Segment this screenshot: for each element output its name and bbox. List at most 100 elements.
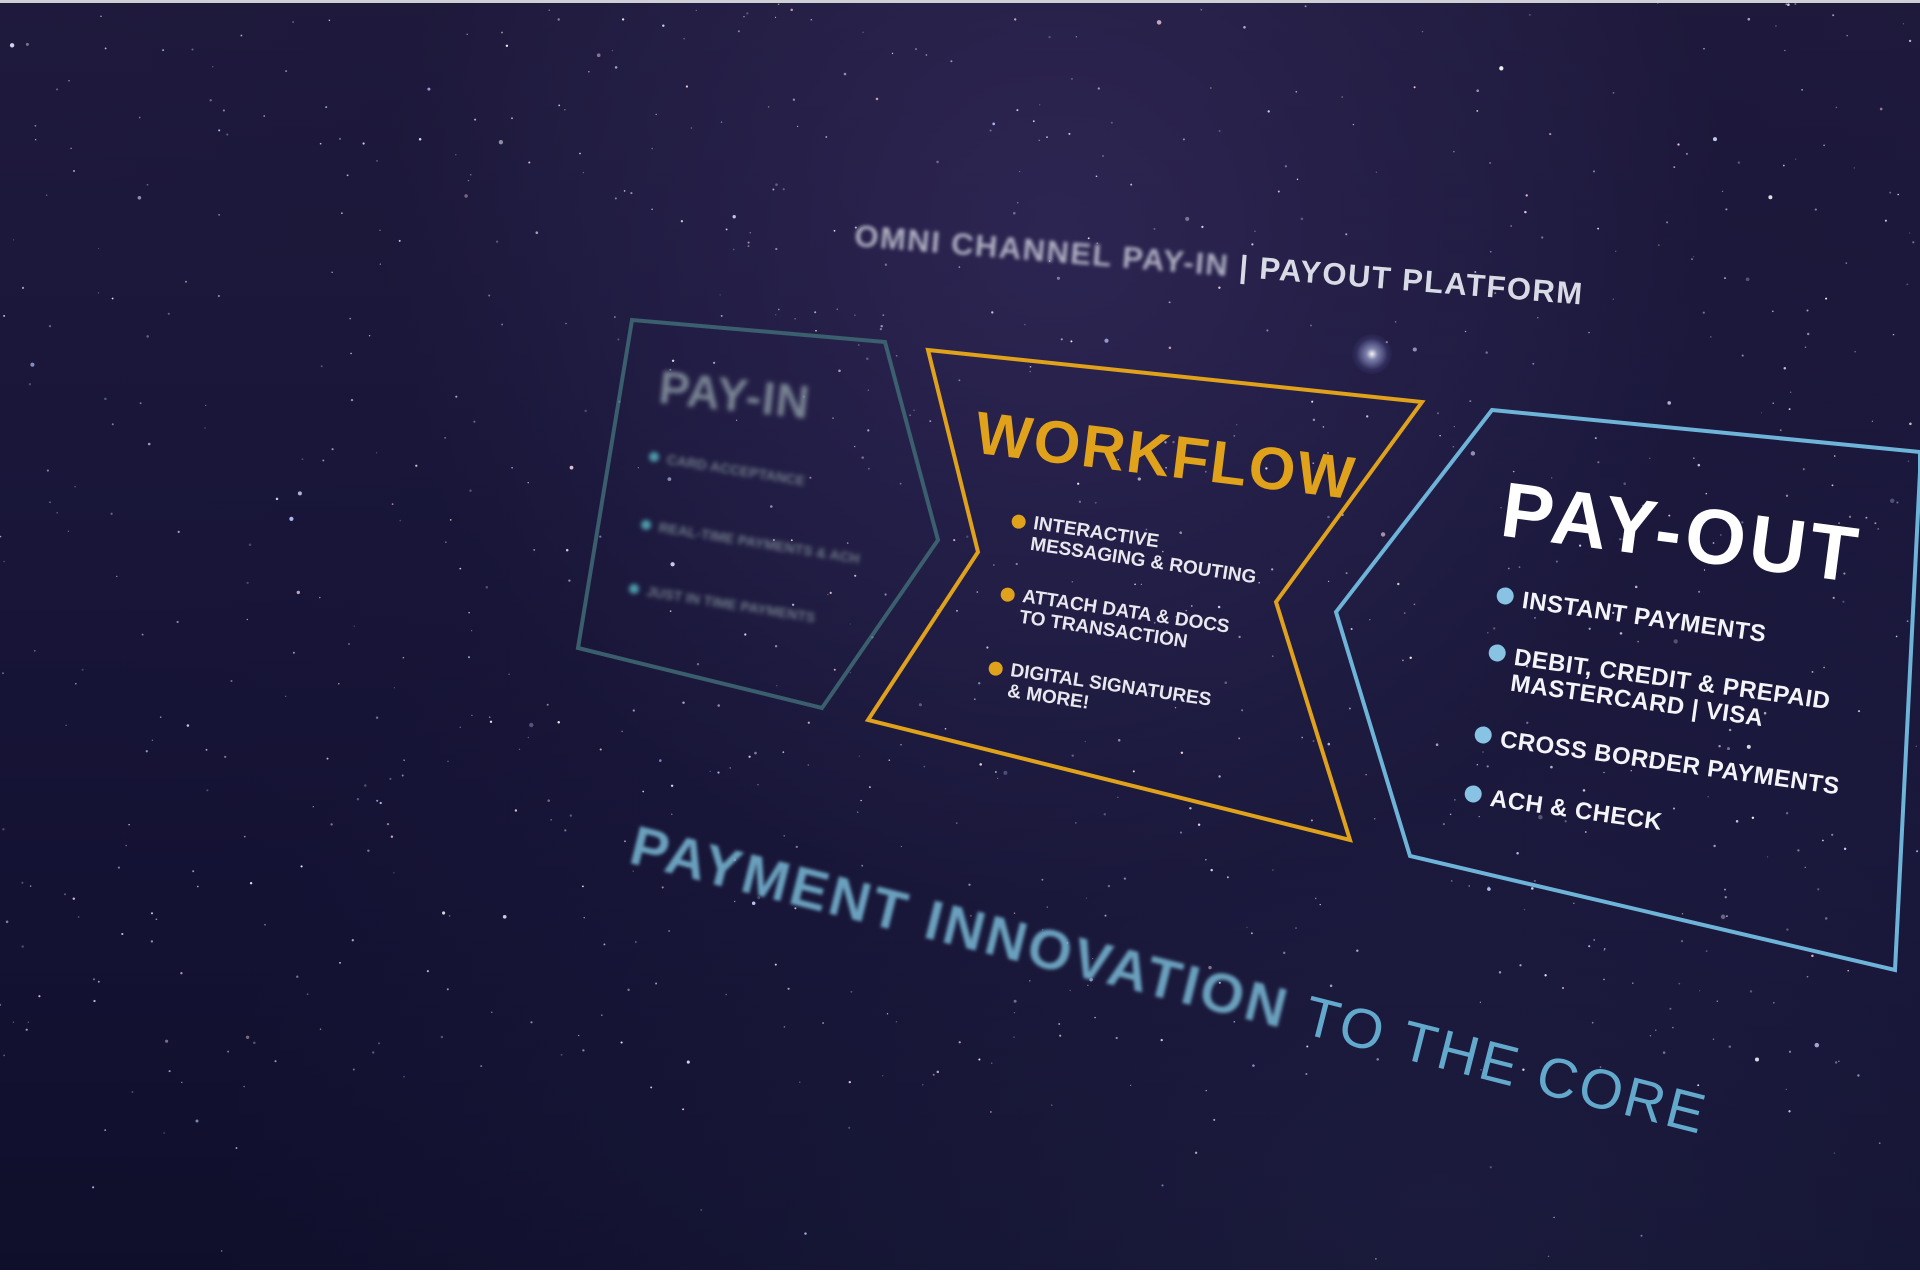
star-dot [185, 280, 187, 283]
star-dot [857, 344, 860, 346]
star-dot [1814, 208, 1817, 211]
star-dot [936, 1070, 940, 1074]
star-dot [860, 799, 862, 802]
star-dot [1413, 86, 1416, 89]
star-dot [1258, 581, 1261, 584]
star-dot [195, 1119, 199, 1123]
star-dot [557, 18, 560, 21]
star-dot [1243, 26, 1246, 29]
star-dot [375, 716, 379, 719]
star-dot [774, 963, 777, 966]
star-dot [1874, 522, 1877, 525]
star-dot [403, 759, 405, 761]
star-dot [1482, 751, 1484, 753]
star-dot [1747, 17, 1751, 21]
star-dot [838, 369, 841, 373]
star-dot [868, 467, 870, 470]
star-dot [1621, 538, 1623, 540]
star-dot [159, 716, 162, 718]
star-dot [1373, 818, 1376, 820]
star-dot [829, 591, 832, 595]
star-dot [833, 668, 836, 671]
star-dot [274, 1060, 277, 1063]
star-dot [996, 777, 999, 780]
star-dot [1811, 670, 1814, 673]
star-dot [848, 1126, 851, 1129]
star-dot [1865, 516, 1868, 519]
star-dot [579, 152, 581, 155]
star-dot [1409, 656, 1412, 659]
star-dot [601, 1014, 603, 1016]
star-dot [1649, 1035, 1652, 1037]
star-dot [150, 912, 154, 915]
star-dot [774, 314, 777, 316]
star-dot [1016, 201, 1019, 204]
star-dot [1681, 913, 1684, 915]
star-dot [1013, 999, 1017, 1003]
star-dot [1618, 538, 1622, 541]
star-dot [1897, 193, 1900, 196]
star-dot [882, 314, 885, 317]
star-dot [325, 106, 328, 109]
star-dot [671, 359, 675, 363]
star-dot [734, 900, 736, 903]
star-dot [564, 109, 566, 111]
star-dot [98, 247, 100, 250]
star-dot [205, 748, 208, 751]
star-dot [1741, 354, 1744, 357]
star-dot [757, 896, 761, 900]
star-dot [1512, 470, 1515, 473]
star-dot [1148, 692, 1150, 695]
star-dot [989, 129, 992, 132]
star-dot [679, 375, 681, 377]
star-dot [163, 1132, 165, 1134]
star-dot [498, 140, 504, 145]
star-dot [3, 1054, 5, 1057]
star-dot [1541, 236, 1544, 239]
star-dot [1218, 981, 1221, 984]
star-dot [1588, 945, 1591, 948]
star-dot [1724, 888, 1726, 891]
star-dot [810, 18, 813, 21]
star-dot [695, 9, 698, 12]
star-dot [246, 581, 249, 585]
star-dot [364, 784, 367, 787]
star-dot [1666, 221, 1669, 224]
star-dot [966, 535, 969, 538]
star-dot [547, 799, 550, 802]
star-dot [614, 197, 617, 200]
star-dot [1735, 820, 1739, 823]
star-dot [1046, 906, 1049, 908]
star-dot [1003, 770, 1008, 775]
star-dot [296, 590, 300, 595]
star-dot [913, 409, 915, 412]
star-dot [1104, 338, 1109, 343]
star-dot [56, 511, 59, 514]
star-dot [1627, 524, 1630, 526]
star-dot [1532, 690, 1535, 692]
star-dot [578, 1034, 580, 1037]
star-dot [1547, 1255, 1550, 1258]
star-dot [1582, 789, 1586, 792]
star-dot [74, 485, 76, 488]
star-dot [1104, 914, 1107, 917]
star-dot [882, 1075, 884, 1077]
star-dot [1070, 340, 1073, 343]
star-dot [448, 915, 451, 917]
star-dot [1879, 107, 1883, 111]
star-dot [1788, 1110, 1791, 1113]
star-dot [1848, 515, 1852, 518]
star-dot [832, 417, 834, 419]
star-dot [884, 593, 887, 596]
star-dot [958, 266, 961, 268]
star-dot [737, 30, 740, 33]
star-dot [1356, 949, 1359, 952]
star-dot [1480, 1068, 1482, 1071]
star-dot [669, 368, 672, 371]
star-dot [110, 512, 113, 515]
star-dot [1811, 954, 1814, 958]
star-dot [1197, 823, 1201, 827]
star-dot [1603, 948, 1606, 950]
star-dot [749, 232, 751, 234]
star-dot [48, 324, 52, 328]
